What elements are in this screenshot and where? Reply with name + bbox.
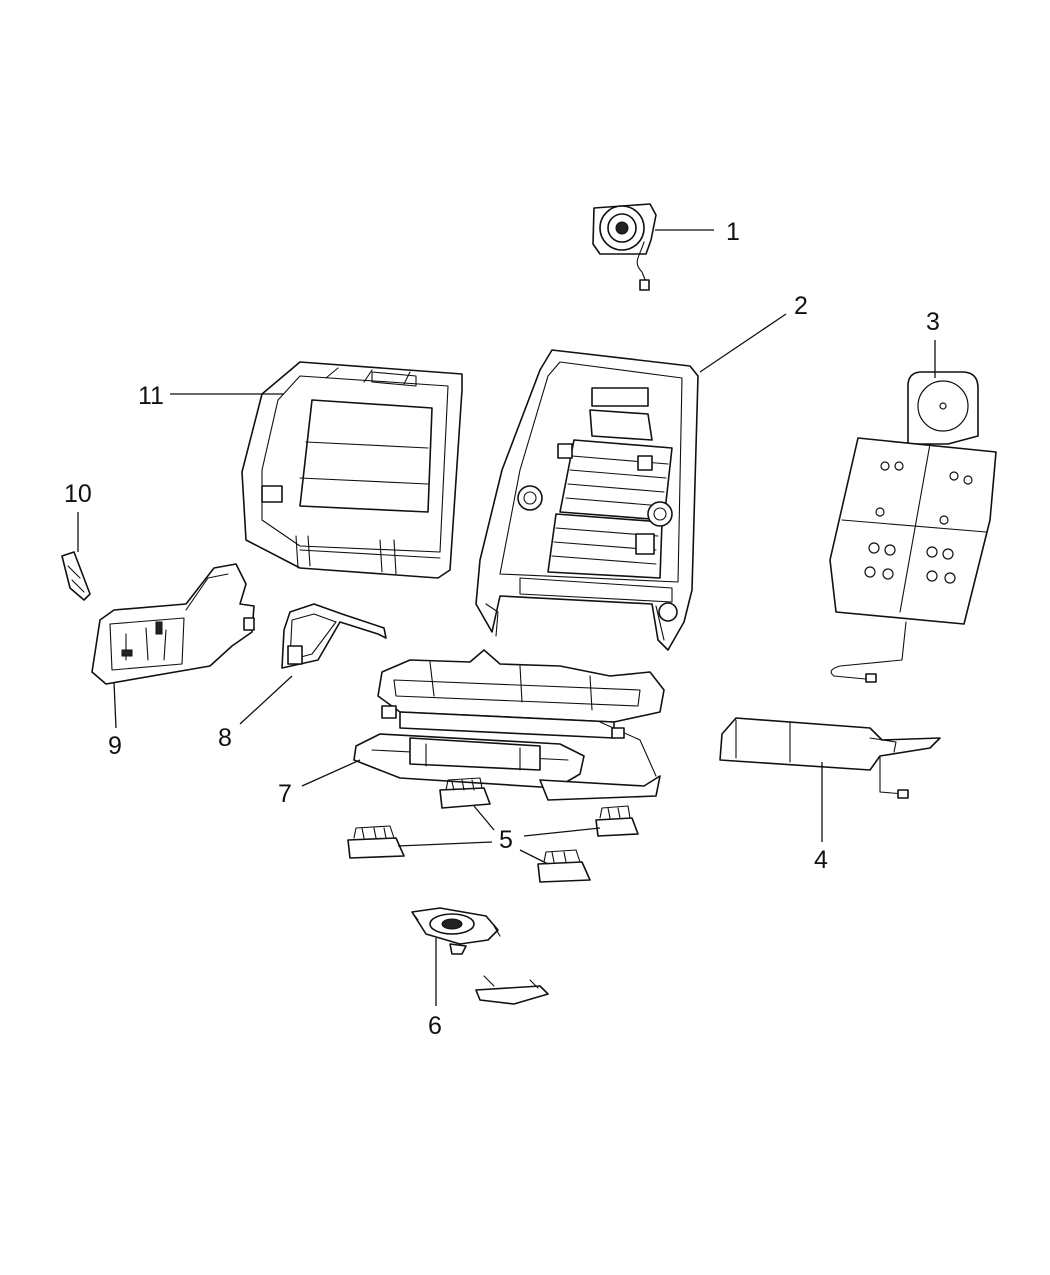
callout-10: 10 [64,480,92,508]
airbag-module-icon[interactable] [592,203,657,291]
leader-line-5d [519,849,549,865]
seat-back-panel-icon[interactable] [241,361,463,579]
track-cover-icon[interactable] [537,849,591,883]
callout-2: 2 [794,292,808,320]
leader-line-9 [113,681,117,729]
leader-line-5b [523,827,601,837]
leader-line-5a [473,805,495,831]
seat-adjuster-frame-icon[interactable] [353,649,665,801]
track-cover-icon[interactable] [347,825,405,859]
track-cover-icon[interactable] [595,805,639,837]
callout-7: 7 [278,780,292,808]
callout-11: 11 [138,382,164,410]
seat-cushion-heater-pad-icon[interactable] [719,717,941,799]
leader-line-2 [699,313,787,373]
callout-8: 8 [218,724,232,752]
callout-1: 1 [726,218,740,246]
callout-9: 9 [108,732,122,760]
side-shield-icon[interactable] [91,563,255,685]
leader-line-8 [239,675,293,725]
small-bracket-icon[interactable] [61,551,91,601]
seat-back-heater-pad-icon[interactable] [829,371,997,683]
leader-line-5c [397,841,493,847]
leader-line-7 [301,759,361,787]
shield-bracket-icon[interactable] [281,603,387,669]
callout-6: 6 [428,1012,442,1040]
seat-back-frame-icon[interactable] [475,349,699,651]
track-cover-icon[interactable] [439,777,491,809]
callout-4: 4 [814,846,828,874]
sensor-module-icon[interactable] [411,907,549,1005]
callout-3: 3 [926,308,940,336]
callout-5: 5 [499,826,513,854]
